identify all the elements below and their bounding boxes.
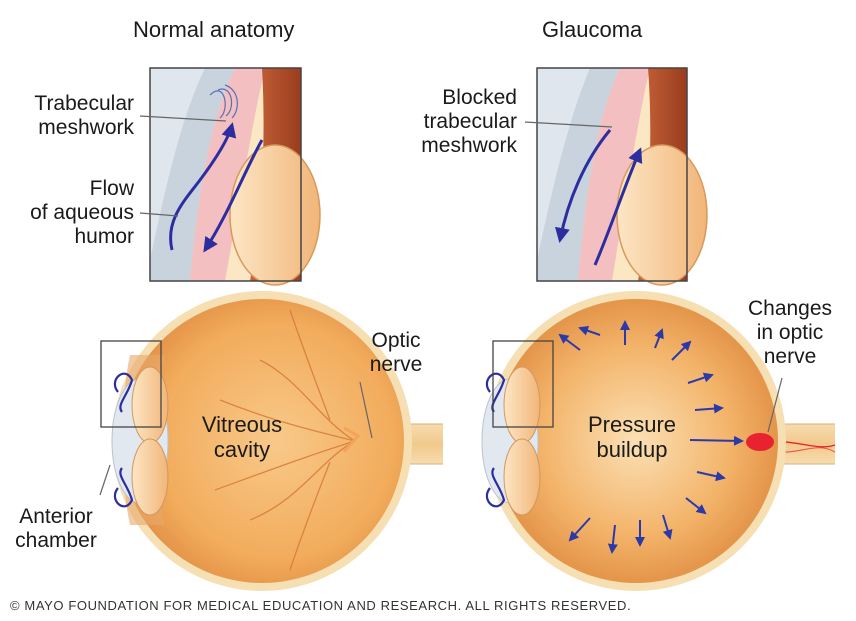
label-blocked-trabecular: Blocked trabecular meshwork	[390, 86, 517, 158]
normal-eyeball	[111, 291, 443, 591]
leader-optic-nerve	[359, 381, 373, 439]
label-line: Pressure	[587, 412, 677, 437]
glaucoma-detail-box	[492, 340, 554, 428]
normal-detail-box	[100, 340, 162, 428]
leader-trabecular	[139, 115, 227, 122]
label-line: Changes	[747, 297, 833, 320]
label-line: in optic	[756, 321, 824, 344]
leader-flow	[139, 212, 179, 217]
label-line: chamber	[15, 529, 97, 552]
leader-changes	[767, 377, 783, 433]
label-line: Flow	[89, 177, 134, 200]
label-line: meshwork	[38, 116, 134, 139]
label-line: cavity	[213, 437, 271, 462]
glaucoma-inset	[536, 67, 708, 286]
label-line: trabecular	[423, 110, 517, 133]
pressure-arrows	[558, 320, 744, 554]
normal-inset	[149, 67, 321, 286]
leader-blocked	[524, 121, 613, 128]
label-optic-nerve: Optic nerve	[356, 329, 436, 377]
optic-nerve-damage	[746, 433, 774, 451]
label-vitreous-cavity: Vitreous cavity	[182, 412, 302, 462]
label-anterior-chamber: Anterior chamber	[0, 505, 112, 553]
label-line: Blocked	[442, 86, 517, 109]
label-line: Optic	[371, 329, 421, 352]
label-line: nerve	[369, 353, 423, 376]
glaucoma-eyeball	[481, 291, 836, 591]
glaucoma-title: Glaucoma	[542, 17, 643, 42]
label-changes-optic-nerve: Changes in optic nerve	[730, 297, 850, 369]
label-line: Anterior	[19, 505, 93, 528]
normal-title: Normal anatomy	[133, 17, 295, 42]
label-line: nerve	[763, 345, 817, 368]
leader-anterior	[99, 464, 111, 496]
label-pressure-buildup: Pressure buildup	[572, 412, 692, 462]
label-flow-aqueous: Flow of aqueous humor	[0, 177, 134, 249]
copyright-notice: © MAYO FOUNDATION FOR MEDICAL EDUCATION …	[10, 598, 632, 613]
label-trabecular-meshwork: Trabecular meshwork	[0, 92, 134, 140]
label-line: Trabecular	[34, 92, 134, 115]
label-line: humor	[74, 225, 134, 248]
label-line: buildup	[596, 437, 668, 462]
label-line: meshwork	[421, 134, 517, 157]
label-line: of aqueous	[30, 201, 134, 224]
label-line: Vitreous	[201, 412, 283, 437]
